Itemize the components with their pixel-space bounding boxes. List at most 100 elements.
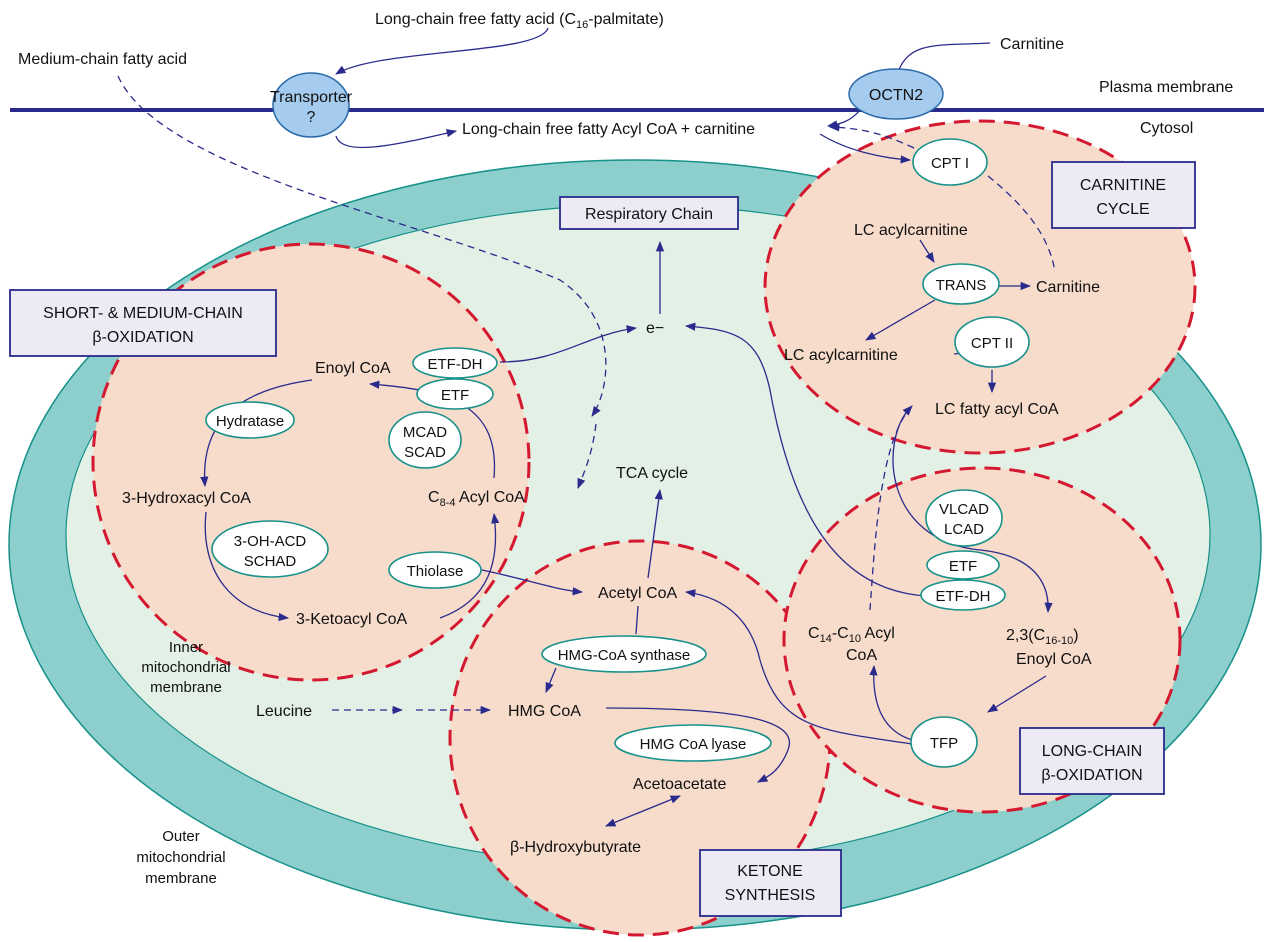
cytosol-label: Cytosol — [1140, 120, 1193, 137]
lc-fatty-acyl-coa: LC fatty acyl CoA — [935, 401, 1059, 418]
ketone-synthesis-line2: SYNTHESIS — [725, 887, 816, 904]
inner-membrane-line1: Inner — [169, 639, 203, 656]
arrow-lcacylcarnitine-to-trans — [919, 239, 935, 263]
c84-acylcoa-label: C8-4 Acyl CoA — [428, 489, 525, 509]
arrow-octn2-to-cytosol — [826, 109, 861, 129]
arrow-acylcoa-to-cpt1 — [819, 133, 912, 164]
carnitine-matrix-label: Carnitine — [1036, 279, 1100, 296]
arrow-lcffa-to-transporter — [335, 27, 549, 75]
enoyl-lc-line2: Enoyl CoA — [1016, 651, 1092, 668]
line-acetylcoa-to-synthase — [635, 605, 639, 635]
transporter-protein — [272, 72, 350, 138]
sm-etf-dh-enzyme — [412, 347, 498, 379]
dashed-carnitine-to-cpt1 — [987, 175, 1056, 273]
thiolase-label: Thiolase — [407, 563, 464, 580]
ohacd-schad-enzyme — [211, 520, 329, 578]
arrow-trans-to-lcacylcarnitine — [865, 299, 936, 341]
c14c10-coa-label: CoA — [846, 647, 877, 664]
lc-etf-enzyme — [926, 550, 1000, 580]
inner-membrane-line2: mitochondrial — [141, 659, 230, 676]
hydratase-label: Hydratase — [216, 413, 284, 430]
arrow-hydroxacyl-to-ketoacyl — [204, 511, 290, 622]
hydroxybutyrate-label: β-Hydroxybutyrate — [510, 839, 641, 856]
lcad-label: LCAD — [944, 521, 984, 538]
short-medium-line1: SHORT- & MEDIUM-CHAIN — [43, 305, 243, 322]
arrow-enoyl-to-tfp — [987, 675, 1047, 713]
electron-label: e− — [646, 320, 664, 337]
vlcad-lcad-enzyme — [925, 489, 1003, 547]
mcad-label: MCAD — [403, 424, 447, 441]
leucine-label: Leucine — [256, 703, 312, 720]
respiratory-chain-label: Respiratory Chain — [585, 206, 713, 223]
cpt1-label: CPT I — [931, 155, 969, 172]
ketone-synthesis-line1: KETONE — [737, 863, 803, 880]
outer-membrane-line1: Outer — [162, 828, 200, 845]
octn2-label: OCTN2 — [869, 87, 923, 104]
carnitine-cycle-line2: CYCLE — [1096, 201, 1149, 218]
tca-cycle-label: TCA cycle — [616, 465, 688, 482]
octn2-protein — [848, 68, 944, 120]
schad-label: SCHAD — [244, 553, 297, 570]
short-medium-line2: β-OXIDATION — [92, 329, 193, 346]
lcffa-label: Long-chain free fatty acid (C16-palmitat… — [375, 11, 664, 31]
arrow-ketoacyl-to-c84 — [439, 512, 500, 619]
mcfa-label: Medium-chain fatty acid — [18, 51, 187, 68]
arrow-smetfdh-to-electron — [499, 325, 638, 363]
sm-etf-enzyme — [416, 378, 494, 410]
cpt2-label: CPT II — [971, 335, 1013, 352]
outer-membrane-line2: mitochondrial — [136, 849, 225, 866]
hmg-coa-label: HMG CoA — [508, 703, 581, 720]
c14c10-acyl-label: C14-C10 Acyl — [808, 625, 895, 645]
hmg-lyase-label: HMG CoA lyase — [640, 736, 747, 753]
long-chain-line1: LONG-CHAIN — [1042, 743, 1142, 760]
arrow-synthase-to-hmgcoa — [545, 667, 557, 693]
cpt1-enzyme — [912, 138, 988, 186]
hydroxacyl-label: 3-Hydroxacyl CoA — [122, 490, 251, 507]
thiolase-enzyme — [388, 551, 482, 589]
tfp-enzyme — [910, 716, 978, 768]
sm-etf-label: ETF — [441, 387, 469, 404]
arrow-tfp-to-c14c10 — [869, 664, 913, 741]
dashed-mcfa-path-2 — [577, 423, 597, 489]
arrow-acetylcoa-to-tca — [647, 488, 663, 579]
arrow-tfp-to-acetylcoa — [684, 589, 913, 745]
transporter-label: Transporter — [270, 89, 353, 106]
scad-label: SCAD — [404, 444, 446, 461]
lc-etf-dh-enzyme — [920, 579, 1006, 611]
dashed-c14c10-to-lcfattyacylcoa — [869, 405, 913, 611]
lc-acylcarnitine-mid: LC acylcarnitine — [784, 347, 898, 364]
arrow-acetoacetate-hydroxybutyrate — [605, 795, 681, 827]
long-chain-box — [1019, 727, 1165, 795]
ketone-synthesis-box — [699, 849, 842, 917]
outer-membrane-line3: membrane — [145, 870, 217, 887]
enoyl-lc-label: 2,3(C16-10) — [1006, 627, 1079, 647]
long-chain-region — [782, 466, 1182, 814]
hmg-synthase-enzyme — [541, 635, 707, 673]
arrow-hmgcoa-to-acetoacetate — [605, 707, 791, 783]
trans-enzyme — [922, 263, 1000, 305]
carnitine-cycle-line1: CARNITINE — [1080, 177, 1166, 194]
transporter-question: ? — [307, 109, 316, 126]
vlcad-label: VLCAD — [939, 501, 989, 518]
hmg-synthase-label: HMG-CoA synthase — [558, 647, 691, 664]
carnitine-cycle-box — [1051, 161, 1196, 229]
lc-acylcarnitine-top: LC acylcarnitine — [854, 222, 968, 239]
hmg-lyase-enzyme — [614, 724, 772, 762]
cytosol-acylcoa-label: Long-chain free fatty Acyl CoA + carniti… — [462, 121, 755, 138]
ketoacyl-label: 3-Ketoacyl CoA — [296, 611, 407, 628]
short-medium-box — [9, 289, 277, 357]
lc-etf-dh-label: ETF-DH — [936, 588, 991, 605]
respiratory-chain-box — [559, 196, 739, 230]
lc-etf-label: ETF — [949, 558, 977, 575]
mcad-scad-enzyme — [388, 411, 462, 469]
arrow-transporter-to-acylcoa — [335, 129, 458, 149]
arrow-carnitine-to-octn2 — [897, 42, 991, 73]
sm-etf-dh-label: ETF-DH — [428, 356, 483, 373]
arrow-lcetfdh-to-electron — [684, 322, 927, 597]
tfp-label: TFP — [930, 735, 958, 752]
acetyl-coa-label: Acetyl CoA — [598, 585, 677, 602]
arrow-thiolase-to-acetylcoa — [481, 569, 584, 596]
hydratase-enzyme — [205, 401, 295, 439]
cpt2-enzyme — [954, 316, 1030, 368]
